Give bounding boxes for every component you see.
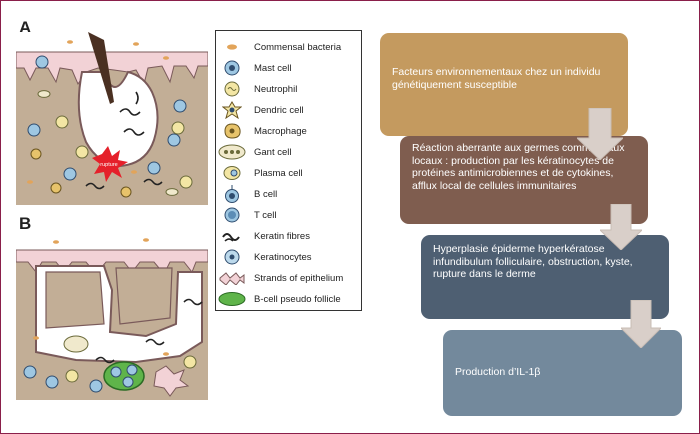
- giant-cell-icon: [216, 142, 248, 162]
- keratin-fibres-icon: [216, 226, 248, 246]
- down-arrow-1: [577, 108, 623, 160]
- legend-item: Keratinocytes: [216, 247, 361, 267]
- legend-item: Gant cell: [216, 142, 361, 162]
- epithelium-strands-icon: [216, 268, 248, 288]
- panel-b-label: B: [19, 214, 32, 233]
- down-arrow-3: [621, 300, 661, 348]
- legend-item: Neutrophil: [216, 79, 361, 99]
- flow-step-2-text: Réaction aberrante aux germes commensaux…: [412, 142, 625, 192]
- legend: Commensal bacteria Mast cell Neutrophil …: [215, 30, 362, 311]
- legend-item: Commensal bacteria: [216, 37, 361, 57]
- commensal-bacteria-icon: [216, 37, 248, 57]
- flow-step-1-text: Facteurs environnementaux chez un indivi…: [392, 66, 601, 91]
- down-arrow-2: [600, 204, 642, 250]
- b-cell-follicle-icon: [216, 289, 248, 309]
- legend-item: Dendric cell: [216, 100, 361, 120]
- legend-item: B cell: [216, 184, 361, 204]
- flow-step-4-text: Production d’IL-1β: [455, 366, 541, 378]
- legend-item: Plasma cell: [216, 163, 361, 183]
- panel-a-illustration: rupture: [16, 32, 208, 205]
- legend-label: Macrophage: [254, 125, 307, 137]
- legend-label: Commensal bacteria: [254, 41, 342, 53]
- legend-item: B-cell pseudo follicle: [216, 289, 361, 309]
- rupture-text: rupture: [100, 162, 117, 168]
- panel-b-illustration: [16, 232, 208, 400]
- mast-cell-icon: [216, 58, 248, 78]
- keratinocytes-icon: [216, 247, 248, 267]
- flow-step-1: Facteurs environnementaux chez un indivi…: [380, 33, 628, 136]
- legend-item: T cell: [216, 205, 361, 225]
- legend-item: Mast cell: [216, 58, 361, 78]
- t-cell-icon: [216, 205, 248, 225]
- flow-step-3: Hyperplasie épiderme hyperkératose infun…: [421, 235, 669, 319]
- legend-label: B cell: [254, 188, 278, 200]
- legend-item: Keratin fibres: [216, 226, 361, 246]
- neutrophil-icon: [216, 79, 248, 99]
- legend-label: T cell: [254, 209, 277, 221]
- legend-label: Mast cell: [254, 62, 292, 74]
- b-cell-icon: [216, 184, 248, 204]
- legend-label: Neutrophil: [254, 83, 298, 95]
- dendritic-cell-icon: [216, 100, 248, 120]
- plasma-cell-icon: [216, 163, 248, 183]
- macrophage-icon: [216, 121, 248, 141]
- legend-item: Strands of epithelium: [216, 268, 361, 288]
- flow-step-3-text: Hyperplasie épiderme hyperkératose infun…: [433, 243, 633, 280]
- legend-label: Keratinocytes: [254, 251, 312, 263]
- legend-label: Plasma cell: [254, 167, 303, 179]
- legend-label: Dendric cell: [254, 104, 304, 116]
- legend-label: Gant cell: [254, 146, 292, 158]
- legend-item: Macrophage: [216, 121, 361, 141]
- legend-label: Keratin fibres: [254, 230, 310, 242]
- legend-label: Strands of epithelium: [254, 272, 344, 284]
- legend-label: B-cell pseudo follicle: [254, 293, 341, 305]
